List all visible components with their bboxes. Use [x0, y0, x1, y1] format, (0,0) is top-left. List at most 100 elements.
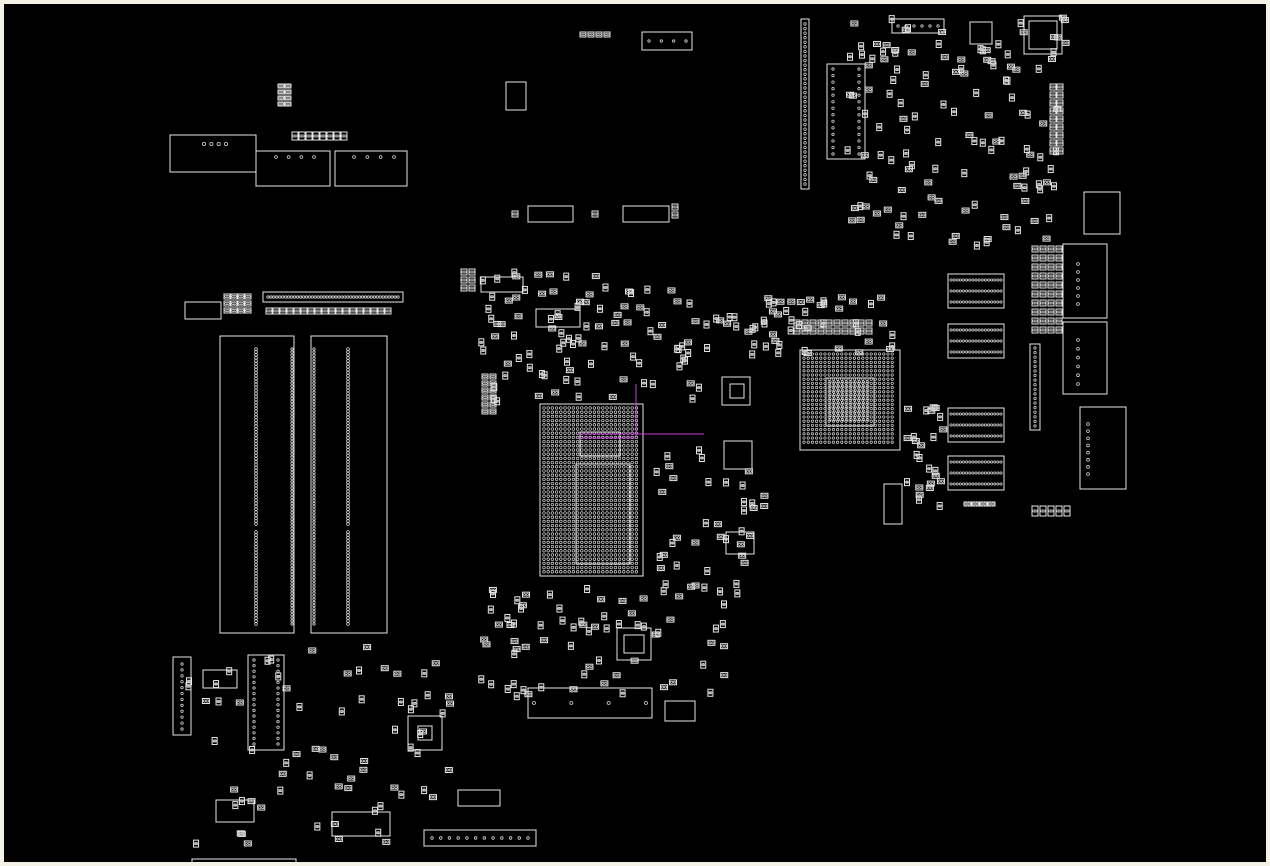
smd-component[interactable]	[587, 31, 595, 38]
smd-component[interactable]	[215, 697, 222, 706]
smd-component[interactable]	[1026, 151, 1035, 158]
smd-component[interactable]	[1037, 185, 1044, 194]
smd-component[interactable]	[230, 300, 238, 307]
smd-component[interactable]	[872, 210, 881, 217]
smd-component[interactable]	[1055, 505, 1063, 517]
smd-component[interactable]	[1023, 145, 1030, 154]
smd-component[interactable]	[701, 583, 708, 592]
smd-component[interactable]	[1056, 131, 1064, 139]
smd-component[interactable]	[460, 276, 468, 284]
smd-component[interactable]	[862, 109, 869, 118]
smd-component[interactable]	[1049, 99, 1057, 107]
smd-component[interactable]	[752, 323, 759, 332]
smd-component[interactable]	[546, 590, 553, 599]
smd-component[interactable]	[916, 454, 923, 463]
smd-component[interactable]	[746, 532, 755, 539]
smd-component[interactable]	[363, 307, 371, 315]
smd-component[interactable]	[988, 145, 995, 154]
vram-chip[interactable]	[947, 455, 1005, 491]
smd-component[interactable]	[876, 123, 883, 132]
smd-component[interactable]	[644, 285, 651, 294]
smd-component[interactable]	[545, 271, 554, 278]
smd-component[interactable]	[618, 597, 627, 604]
smd-component[interactable]	[407, 743, 414, 752]
smd-component[interactable]	[343, 670, 352, 677]
smd-component[interactable]	[1039, 290, 1047, 298]
smd-component[interactable]	[736, 541, 745, 548]
smd-component[interactable]	[793, 319, 801, 327]
smd-component[interactable]	[390, 784, 399, 791]
smd-component[interactable]	[667, 287, 676, 294]
smd-component[interactable]	[482, 641, 491, 648]
smd-component[interactable]	[591, 210, 599, 218]
smd-component[interactable]	[895, 222, 904, 229]
smd-component[interactable]	[444, 767, 453, 774]
smd-component[interactable]	[662, 580, 669, 589]
smd-component[interactable]	[713, 521, 722, 528]
smd-component[interactable]	[518, 602, 527, 609]
smd-component[interactable]	[244, 293, 252, 300]
smd-component[interactable]	[809, 327, 817, 335]
smd-component[interactable]	[334, 783, 343, 790]
smd-component[interactable]	[338, 707, 345, 716]
smd-component[interactable]	[1031, 245, 1039, 253]
smd-component[interactable]	[478, 675, 485, 684]
smd-component[interactable]	[837, 294, 846, 301]
connector[interactable]	[331, 811, 391, 837]
smd-component[interactable]	[319, 131, 327, 141]
smd-component[interactable]	[1049, 123, 1057, 131]
smd-component[interactable]	[653, 333, 662, 340]
connector[interactable]	[480, 276, 524, 293]
smd-component[interactable]	[1004, 50, 1011, 59]
smd-component[interactable]	[1049, 115, 1057, 123]
smd-component[interactable]	[468, 268, 476, 276]
smd-component[interactable]	[1031, 299, 1039, 307]
smd-component[interactable]	[931, 472, 940, 479]
smd-component[interactable]	[488, 680, 495, 689]
smd-component[interactable]	[971, 137, 978, 146]
connector[interactable]	[641, 31, 693, 51]
smd-component[interactable]	[705, 478, 712, 487]
smd-component[interactable]	[665, 463, 674, 470]
smd-component[interactable]	[740, 559, 749, 566]
smd-component[interactable]	[915, 484, 924, 491]
smd-component[interactable]	[671, 203, 679, 211]
smd-component[interactable]	[488, 314, 495, 323]
smd-component[interactable]	[349, 307, 357, 315]
smd-component[interactable]	[880, 56, 889, 63]
smd-component[interactable]	[1047, 308, 1055, 316]
smd-component[interactable]	[869, 176, 878, 183]
smd-component[interactable]	[328, 307, 336, 315]
smd-component[interactable]	[581, 670, 588, 679]
smd-component[interactable]	[487, 605, 494, 614]
smd-component[interactable]	[1039, 281, 1047, 289]
smd-component[interactable]	[1049, 107, 1057, 115]
smd-component[interactable]	[673, 561, 680, 570]
smd-component[interactable]	[630, 352, 637, 361]
gpu-package[interactable]	[799, 349, 901, 451]
smd-component[interactable]	[951, 107, 958, 116]
smd-component[interactable]	[421, 786, 428, 795]
smd-component[interactable]	[886, 89, 893, 98]
smd-component[interactable]	[911, 112, 918, 121]
smd-component[interactable]	[485, 304, 492, 313]
smd-component[interactable]	[787, 326, 794, 335]
ic-qfn[interactable]	[721, 376, 751, 406]
pcb-canvas[interactable]	[4, 4, 1266, 862]
smd-component[interactable]	[600, 680, 609, 687]
smd-component[interactable]	[948, 238, 957, 245]
smd-component[interactable]	[935, 39, 942, 48]
smd-component[interactable]	[716, 317, 725, 324]
smd-component[interactable]	[1047, 272, 1055, 280]
smd-component[interactable]	[669, 538, 676, 547]
smd-component[interactable]	[526, 350, 533, 359]
smd-component[interactable]	[444, 693, 453, 700]
smd-component[interactable]	[595, 31, 603, 38]
smd-component[interactable]	[565, 334, 572, 343]
smd-component[interactable]	[695, 383, 702, 392]
connector[interactable]	[622, 205, 670, 223]
smd-component[interactable]	[620, 340, 629, 347]
smd-component[interactable]	[608, 393, 617, 400]
smd-component[interactable]	[380, 665, 389, 672]
smd-component[interactable]	[801, 319, 809, 327]
